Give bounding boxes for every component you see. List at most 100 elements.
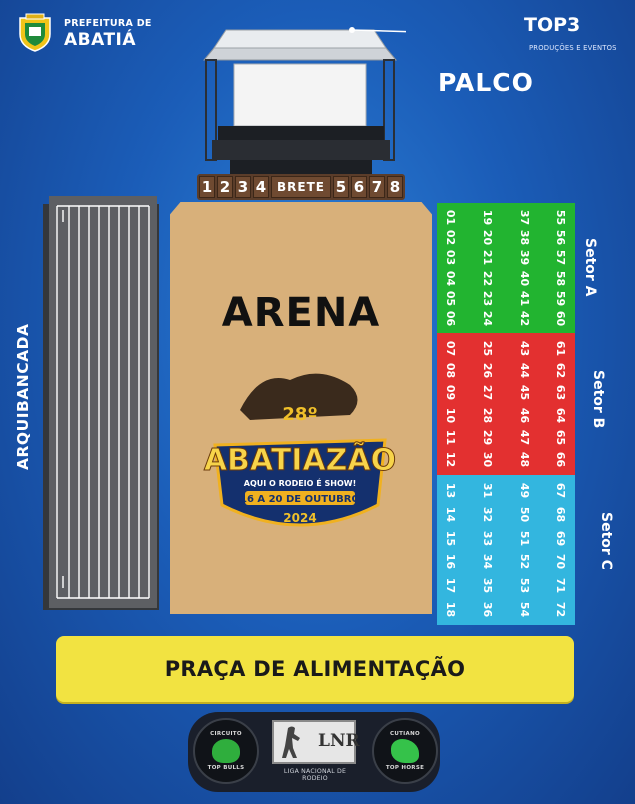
camarote-box[interactable]: 10 (441, 405, 461, 425)
camarote-box[interactable]: 14 (441, 504, 461, 524)
city-name: ABATIÁ (64, 30, 137, 50)
camarote-box[interactable]: 05 (441, 288, 461, 308)
camarote-box[interactable]: 01 (441, 207, 461, 227)
camarote-box[interactable]: 47 (514, 427, 534, 447)
camarote-box[interactable]: 38 (514, 227, 534, 247)
camarote-box[interactable]: 48 (514, 450, 534, 470)
box-number: 26 (481, 362, 495, 379)
chute-box: 4 (253, 176, 270, 198)
box-number: 61 (554, 340, 568, 356)
camarote-box[interactable]: 16 (441, 552, 461, 572)
sector-c: 13 14 15 16 17 18 31 32 33 34 35 36 49 50 51 52 53 54 67 68… (437, 475, 575, 625)
camarote-box[interactable]: 60 (551, 309, 571, 329)
camarote-box[interactable]: 33 (478, 528, 498, 548)
camarote-box[interactable]: 30 (478, 450, 498, 470)
horse-head-icon (391, 739, 419, 763)
camarote-box[interactable]: 18 (441, 599, 461, 619)
chute-box: 1 (199, 176, 216, 198)
camarote-box[interactable]: 56 (551, 227, 571, 247)
camarote-box[interactable]: 13 (441, 481, 461, 501)
box-number: 34 (481, 554, 495, 570)
camarote-box[interactable]: 52 (514, 552, 534, 572)
camarote-box[interactable]: 41 (514, 288, 534, 308)
camarote-box[interactable]: 25 (478, 338, 498, 358)
box-column: 13 14 15 16 17 18 (441, 479, 461, 621)
box-number: 09 (444, 385, 458, 401)
camarote-box[interactable]: 31 (478, 481, 498, 501)
box-number: 46 (517, 407, 531, 423)
camarote-box[interactable]: 06 (441, 309, 461, 329)
camarote-box[interactable]: 03 (441, 248, 461, 268)
camarote-box[interactable]: 50 (514, 504, 534, 524)
camarote-box[interactable]: 59 (551, 288, 571, 308)
lnr-logo-box (272, 720, 356, 764)
camarote-box[interactable]: 12 (441, 450, 461, 470)
camarote-box[interactable]: 55 (551, 207, 571, 227)
camarote-box[interactable]: 04 (441, 268, 461, 288)
box-number: 14 (444, 506, 458, 523)
camarote-box[interactable]: 51 (514, 528, 534, 548)
camarote-box[interactable]: 57 (551, 248, 571, 268)
box-number: 17 (444, 577, 458, 594)
camarote-box[interactable]: 65 (551, 427, 571, 447)
camarote-box[interactable]: 42 (514, 309, 534, 329)
camarote-box[interactable]: 11 (441, 427, 461, 447)
camarote-box[interactable]: 29 (478, 427, 498, 447)
camarote-box[interactable]: 19 (478, 207, 498, 227)
camarote-box[interactable]: 53 (514, 575, 534, 595)
camarote-box[interactable]: 24 (478, 309, 498, 329)
box-number: 19 (481, 209, 495, 225)
camarote-box[interactable]: 09 (441, 383, 461, 403)
camarote-box[interactable]: 15 (441, 528, 461, 548)
camarote-box[interactable]: 32 (478, 504, 498, 524)
camarote-box[interactable]: 20 (478, 227, 498, 247)
camarote-box[interactable]: 44 (514, 360, 534, 380)
camarote-box[interactable]: 64 (551, 405, 571, 425)
camarote-box[interactable]: 70 (551, 552, 571, 572)
camarote-box[interactable]: 23 (478, 288, 498, 308)
food-court: PRAÇA DE ALIMENTAÇÃO (56, 636, 574, 702)
brete-chute: BRETE (271, 176, 331, 198)
camarote-box[interactable]: 35 (478, 575, 498, 595)
camarote-box[interactable]: 34 (478, 552, 498, 572)
top-horse-logo: CUTIANO TOP HORSE (372, 718, 438, 784)
municipal-crest-icon (19, 13, 51, 52)
camarote-box[interactable]: 72 (551, 599, 571, 619)
camarote-box[interactable]: 07 (441, 338, 461, 358)
camarote-box[interactable]: 46 (514, 405, 534, 425)
camarote-box[interactable]: 66 (551, 450, 571, 470)
camarote-box[interactable]: 43 (514, 338, 534, 358)
camarote-box[interactable]: 26 (478, 360, 498, 380)
camarote-box[interactable]: 27 (478, 383, 498, 403)
camarote-box[interactable]: 36 (478, 599, 498, 619)
camarote-box[interactable]: 63 (551, 383, 571, 403)
camarote-box[interactable]: 17 (441, 575, 461, 595)
camarote-box[interactable]: 62 (551, 360, 571, 380)
box-number: 47 (517, 429, 531, 446)
camarote-box[interactable]: 49 (514, 481, 534, 501)
camarote-box[interactable]: 21 (478, 248, 498, 268)
camarote-box[interactable]: 08 (441, 360, 461, 380)
box-number: 59 (554, 290, 568, 307)
box-number: 60 (554, 311, 568, 327)
camarote-box[interactable]: 28 (478, 405, 498, 425)
camarote-box[interactable]: 71 (551, 575, 571, 595)
camarote-box[interactable]: 69 (551, 528, 571, 548)
camarote-box[interactable]: 68 (551, 504, 571, 524)
camarote-box[interactable]: 39 (514, 248, 534, 268)
box-number: 40 (517, 270, 531, 286)
camarote-box[interactable]: 67 (551, 481, 571, 501)
camarote-box[interactable]: 37 (514, 207, 534, 227)
camarote-box[interactable]: 45 (514, 383, 534, 403)
camarote-box[interactable]: 58 (551, 268, 571, 288)
box-number: 69 (554, 530, 568, 546)
camarote-box[interactable]: 40 (514, 268, 534, 288)
camarote-box[interactable]: 22 (478, 268, 498, 288)
camarote-box[interactable]: 54 (514, 599, 534, 619)
camarote-box[interactable]: 61 (551, 338, 571, 358)
camarote-box[interactable]: 02 (441, 227, 461, 247)
